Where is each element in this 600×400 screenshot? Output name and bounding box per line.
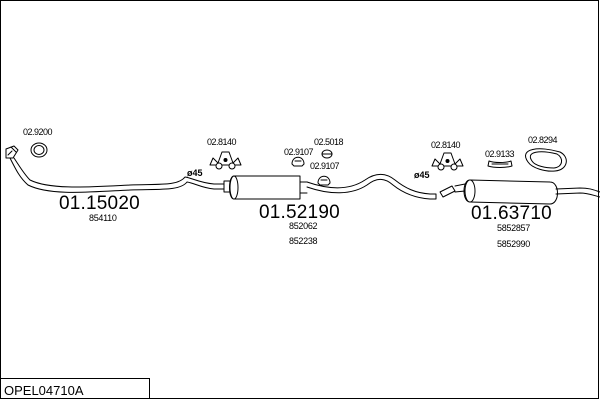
- pipe-clamp-lower: [317, 175, 331, 186]
- front-pipe: [5, 145, 215, 193]
- section-ref-middle-2: 852238: [289, 236, 318, 246]
- band-clamp: [487, 160, 513, 168]
- section-code-front: 01.15020: [59, 193, 140, 214]
- rear-silencer: [439, 179, 600, 205]
- section-code-middle: 01.52190: [259, 202, 340, 223]
- diameter-mark-front: ø45: [187, 168, 203, 178]
- label-02-8140-b: 02.8140: [431, 140, 461, 150]
- small-ring: [321, 149, 333, 159]
- label-02-9133: 02.9133: [485, 149, 515, 159]
- section-code-rear: 01.63710: [471, 203, 552, 224]
- section-ref-front: 854110: [89, 213, 117, 223]
- label-02-9107-b: 02.9107: [310, 161, 340, 171]
- section-ref-middle-1: 852062: [289, 221, 318, 231]
- label-02-9200: 02.9200: [23, 127, 53, 137]
- label-02-5018: 02.5018: [314, 137, 344, 147]
- label-02-9107-a: 02.9107: [284, 147, 314, 157]
- label-02-8140-a: 02.8140: [207, 137, 237, 147]
- rubber-hanger: [209, 151, 242, 170]
- oval-gasket: [525, 148, 567, 172]
- section-ref-rear-1: 5852857: [497, 223, 530, 233]
- pipe-clamp: [291, 156, 305, 167]
- section-ref-rear-2: 5852990: [497, 239, 530, 249]
- diagram-title: OPEL04710A: [0, 378, 150, 399]
- label-02-8294: 02.8294: [528, 135, 558, 145]
- diameter-mark-rear: ø45: [414, 170, 430, 180]
- gasket-ring: [30, 142, 48, 158]
- middle-silencer: [213, 173, 437, 200]
- rubber-hanger-rear: [431, 152, 464, 171]
